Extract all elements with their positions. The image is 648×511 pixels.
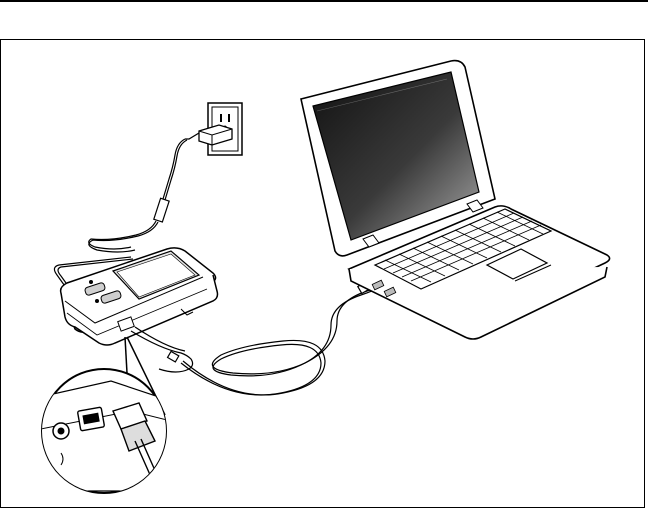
usb-port-detail <box>31 337 211 493</box>
connection-illustration <box>1 40 645 508</box>
figure-frame <box>0 39 645 508</box>
header-rule <box>0 0 648 2</box>
laptop-computer <box>301 61 610 339</box>
